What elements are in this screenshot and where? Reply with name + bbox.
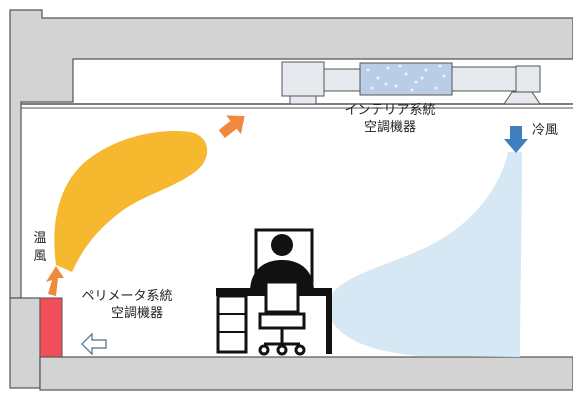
filter-texture <box>366 64 446 92</box>
occupant-workstation <box>216 228 332 356</box>
warm-air-label-char1: 温 <box>33 231 47 246</box>
perimeter-unit-label-line2: 空調機器 <box>110 306 163 321</box>
desk-leg-right <box>326 296 332 354</box>
warm-air-plume <box>54 131 208 272</box>
ceiling-diffuser <box>503 91 541 105</box>
cold-air-plume <box>327 152 522 357</box>
hollow-left-arrow-icon <box>81 332 107 356</box>
cold-air-label: 冷風 <box>531 123 558 138</box>
perimeter-unit-label-line1: ペリメータ系統 <box>81 289 173 304</box>
office-chair-icon <box>258 280 306 356</box>
duct-left <box>323 68 361 92</box>
desk-drawers <box>216 294 248 354</box>
person-head <box>271 234 293 256</box>
filter-panel <box>359 62 453 96</box>
building-structure <box>9 9 573 391</box>
interior-unit-label-line2: 空調機器 <box>363 120 416 135</box>
perimeter-hvac-unit <box>39 297 63 358</box>
cold-air-arrow-icon <box>504 126 528 153</box>
interior-unit-label-line1: インテリア系統 <box>344 103 436 118</box>
rising-warm-arrow-icon <box>218 115 245 138</box>
perimeter-wall-block <box>9 297 41 389</box>
interior-hvac-unit <box>281 61 541 105</box>
duct-right <box>451 66 517 92</box>
warm-air-arrow-icon <box>46 266 64 296</box>
warm-air-label-char2: 風 <box>33 249 47 264</box>
floor-slab <box>39 356 573 391</box>
fan-box <box>281 61 325 97</box>
fan-base <box>289 95 317 105</box>
duct-end <box>515 65 541 93</box>
